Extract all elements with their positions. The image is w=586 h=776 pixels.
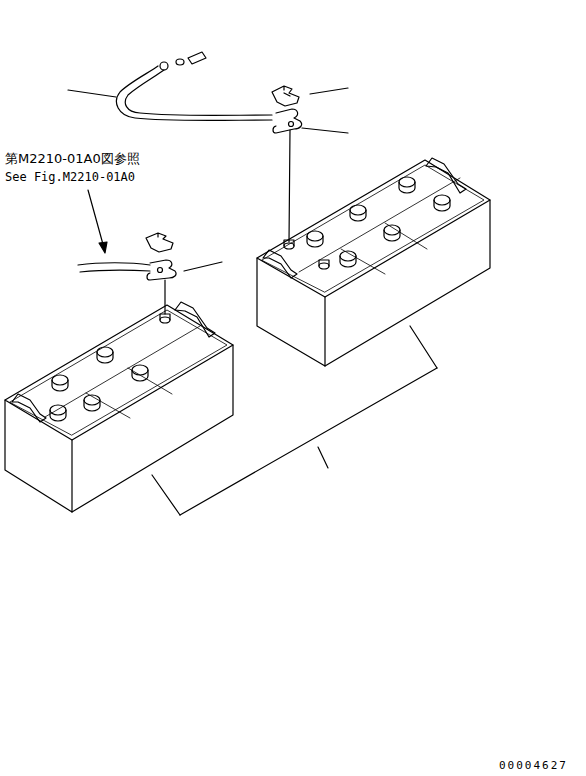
vent-cap (97, 347, 113, 357)
vent-cap (84, 395, 100, 405)
vent-cap (307, 236, 323, 247)
reference-note: 第M2210-01A0図参照 (4, 152, 141, 166)
vent-cap (384, 225, 400, 235)
vent-cap (52, 380, 68, 391)
reference-note: See Fig.M2210-01A0 (4, 170, 136, 184)
vent-cap (132, 365, 148, 375)
vent-cap (132, 370, 148, 381)
vent-cap (97, 352, 113, 363)
vent-cap (52, 375, 68, 385)
battery (5, 302, 233, 512)
vent-cap (50, 410, 66, 421)
drawing-number: 00004627 (498, 759, 569, 773)
battery-cable (68, 52, 348, 242)
battery (257, 158, 490, 366)
vent-cap (434, 200, 450, 211)
vent-cap (84, 400, 100, 411)
vent-cap (350, 205, 366, 215)
vent-cap (399, 177, 415, 187)
battery-cable (78, 190, 222, 314)
vent-cap (307, 231, 323, 241)
vent-cap (384, 230, 400, 241)
vent-cap (340, 251, 356, 261)
vent-cap (350, 210, 366, 221)
vent-cap (50, 405, 66, 415)
vent-cap (434, 195, 450, 205)
bracket-line (152, 326, 437, 515)
vent-cap (50, 177, 450, 421)
vent-cap (399, 182, 415, 193)
vent-cap (340, 256, 356, 267)
